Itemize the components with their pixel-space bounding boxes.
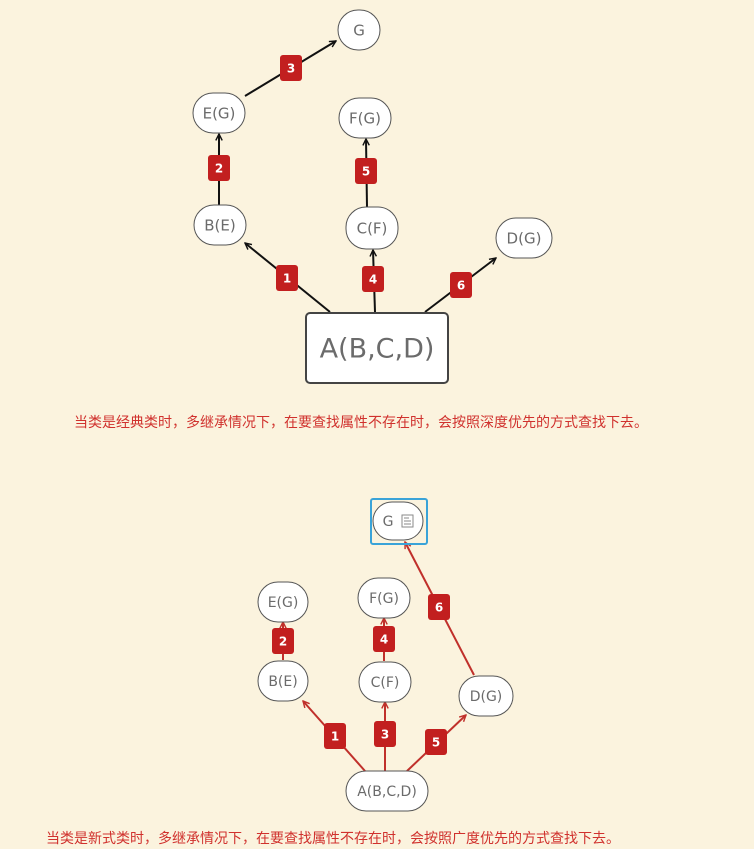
node-label: F(G) xyxy=(349,109,381,127)
new_style-node-FG[interactable]: F(G) xyxy=(357,577,411,619)
classic-node-G[interactable]: G xyxy=(337,9,381,51)
node-box xyxy=(495,217,553,259)
node-box xyxy=(458,675,514,717)
node-label: D(G) xyxy=(507,229,542,247)
order-badge-number: 3 xyxy=(287,62,295,76)
node-label: E(G) xyxy=(268,595,299,611)
order-badge-box xyxy=(373,626,395,652)
new_style-node-G[interactable]: G xyxy=(372,501,424,541)
order-badge-number: 3 xyxy=(381,728,389,742)
node-box xyxy=(193,204,247,246)
node-label: G xyxy=(383,514,394,530)
classic-order-badge-5: 5 xyxy=(355,158,377,184)
node-box xyxy=(192,92,246,134)
classic-order-badge-3: 3 xyxy=(280,55,302,81)
order-badge-number: 5 xyxy=(362,165,370,179)
node-box xyxy=(337,9,381,51)
order-badge-box xyxy=(208,155,230,181)
node-box xyxy=(257,581,309,623)
node-label: F(G) xyxy=(369,591,399,607)
node-box xyxy=(257,660,309,702)
order-badge-box xyxy=(355,158,377,184)
order-badge-box xyxy=(280,55,302,81)
order-badge-number: 2 xyxy=(215,162,223,176)
classic-order-badge-6: 6 xyxy=(450,272,472,298)
classic-order-badge-2: 2 xyxy=(208,155,230,181)
new_style-order-badge-2: 2 xyxy=(272,628,294,654)
node-label: A(B,C,D) xyxy=(320,334,435,365)
node-box xyxy=(358,661,412,703)
node-label: B(E) xyxy=(204,216,235,234)
order-badge-number: 4 xyxy=(380,633,388,647)
order-badge-box xyxy=(324,723,346,749)
order-badge-box xyxy=(374,721,396,747)
order-badge-box xyxy=(362,266,384,292)
classic-node-EG[interactable]: E(G) xyxy=(192,92,246,134)
note-icon[interactable] xyxy=(401,514,414,528)
order-badge-number: 2 xyxy=(279,635,287,649)
new_style-order-badge-6: 6 xyxy=(428,594,450,620)
order-badge-number: 1 xyxy=(283,272,291,286)
new_style-order-badge-5: 5 xyxy=(425,729,447,755)
node-label: E(G) xyxy=(203,104,236,122)
node-box xyxy=(345,206,399,250)
classic-node-BE[interactable]: B(E) xyxy=(193,204,247,246)
order-badge-box xyxy=(425,729,447,755)
new_style-node-CF[interactable]: C(F) xyxy=(358,661,412,703)
node-box xyxy=(338,97,392,139)
node-box xyxy=(357,577,411,619)
classic-node-FG[interactable]: F(G) xyxy=(338,97,392,139)
new_style-node-A[interactable]: A(B,C,D) xyxy=(345,770,429,812)
node-box xyxy=(345,770,429,812)
new-style-class-caption: 当类是新式类时，多继承情况下，在要查找属性不存在时，会按照广度优先的方式查找下去… xyxy=(46,831,620,847)
node-label: A(B,C,D) xyxy=(357,784,417,800)
node-box xyxy=(305,312,449,384)
node-label: G xyxy=(353,21,365,39)
node-label: B(E) xyxy=(268,674,297,690)
order-badge-box xyxy=(272,628,294,654)
new_style-node-DG[interactable]: D(G) xyxy=(458,675,514,717)
order-badge-box xyxy=(450,272,472,298)
node-label: C(F) xyxy=(371,675,400,691)
new_style-order-badge-3: 3 xyxy=(374,721,396,747)
classic-order-badge-1: 1 xyxy=(276,265,298,291)
classic-node-DG[interactable]: D(G) xyxy=(495,217,553,259)
order-badge-box xyxy=(276,265,298,291)
order-badge-box xyxy=(428,594,450,620)
order-badge-number: 1 xyxy=(331,730,339,744)
classic-node-A[interactable]: A(B,C,D) xyxy=(305,312,449,384)
new_style-order-badge-1: 1 xyxy=(324,723,346,749)
classic-node-CF[interactable]: C(F) xyxy=(345,206,399,250)
node-label: D(G) xyxy=(470,689,503,705)
new_style-node-EG[interactable]: E(G) xyxy=(257,581,309,623)
order-badge-number: 4 xyxy=(369,273,377,287)
order-badge-number: 6 xyxy=(435,601,443,615)
order-badge-number: 6 xyxy=(457,279,465,293)
classic-order-badge-4: 4 xyxy=(362,266,384,292)
new_style-node-BE[interactable]: B(E) xyxy=(257,660,309,702)
new_style-order-badge-4: 4 xyxy=(373,626,395,652)
node-label: C(F) xyxy=(357,219,388,237)
classic-class-caption: 当类是经典类时，多继承情况下，在要查找属性不存在时，会按照深度优先的方式查找下去… xyxy=(74,415,648,431)
node-box xyxy=(372,501,424,541)
selection-frame[interactable] xyxy=(370,498,428,545)
order-badge-number: 5 xyxy=(432,736,440,750)
